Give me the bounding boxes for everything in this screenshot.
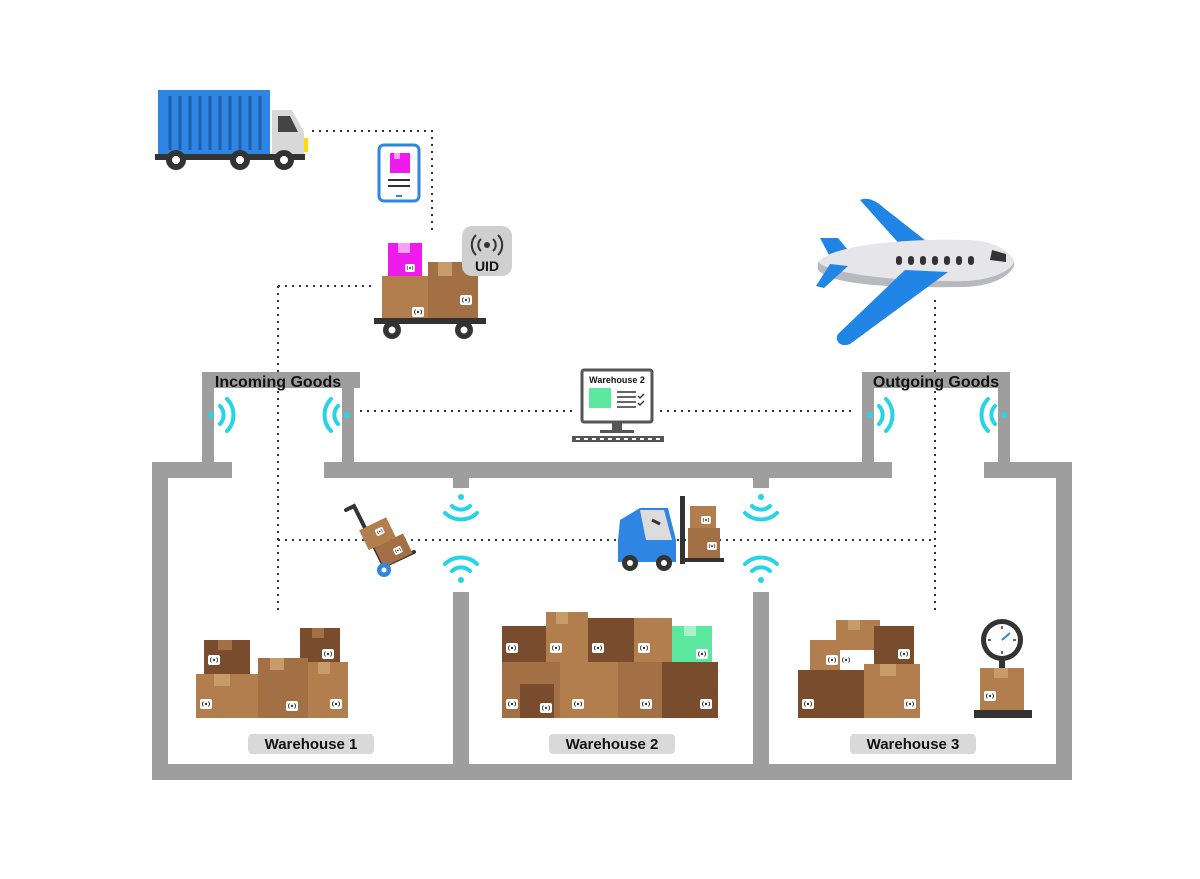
outgoing-goods-label: Outgoing Goods xyxy=(873,374,999,391)
wifi-icon xyxy=(208,399,1007,585)
rfid-box-icon xyxy=(798,620,920,718)
uid-tag-icon: UID xyxy=(462,226,512,276)
svg-text:Warehouse 2: Warehouse 2 xyxy=(566,736,659,753)
warehouse-1-label: Warehouse 1 xyxy=(248,734,374,754)
svg-text:Warehouse 1: Warehouse 1 xyxy=(265,736,358,753)
building-walls xyxy=(152,372,1072,780)
svg-text:Warehouse 3: Warehouse 3 xyxy=(867,736,960,753)
connection-lines xyxy=(277,130,936,612)
truck-icon xyxy=(155,90,308,170)
forklift-icon xyxy=(618,496,724,571)
rfid-box-icon xyxy=(502,612,718,718)
airplane-icon xyxy=(816,198,1014,346)
hand-truck-icon xyxy=(344,503,416,577)
warehouse-2-label: Warehouse 2 xyxy=(549,734,675,754)
monitor-title: Warehouse 2 xyxy=(589,375,645,385)
rfid-box-icon xyxy=(196,628,348,718)
warehouse-3-label: Warehouse 3 xyxy=(850,734,976,754)
incoming-goods-label: Incoming Goods xyxy=(215,374,341,391)
rfid-cart-icon xyxy=(374,243,486,339)
uid-label: UID xyxy=(475,258,499,274)
tablet-icon xyxy=(377,143,421,203)
monitor-icon: Warehouse 2 xyxy=(572,368,664,442)
scale-icon xyxy=(974,619,1032,718)
